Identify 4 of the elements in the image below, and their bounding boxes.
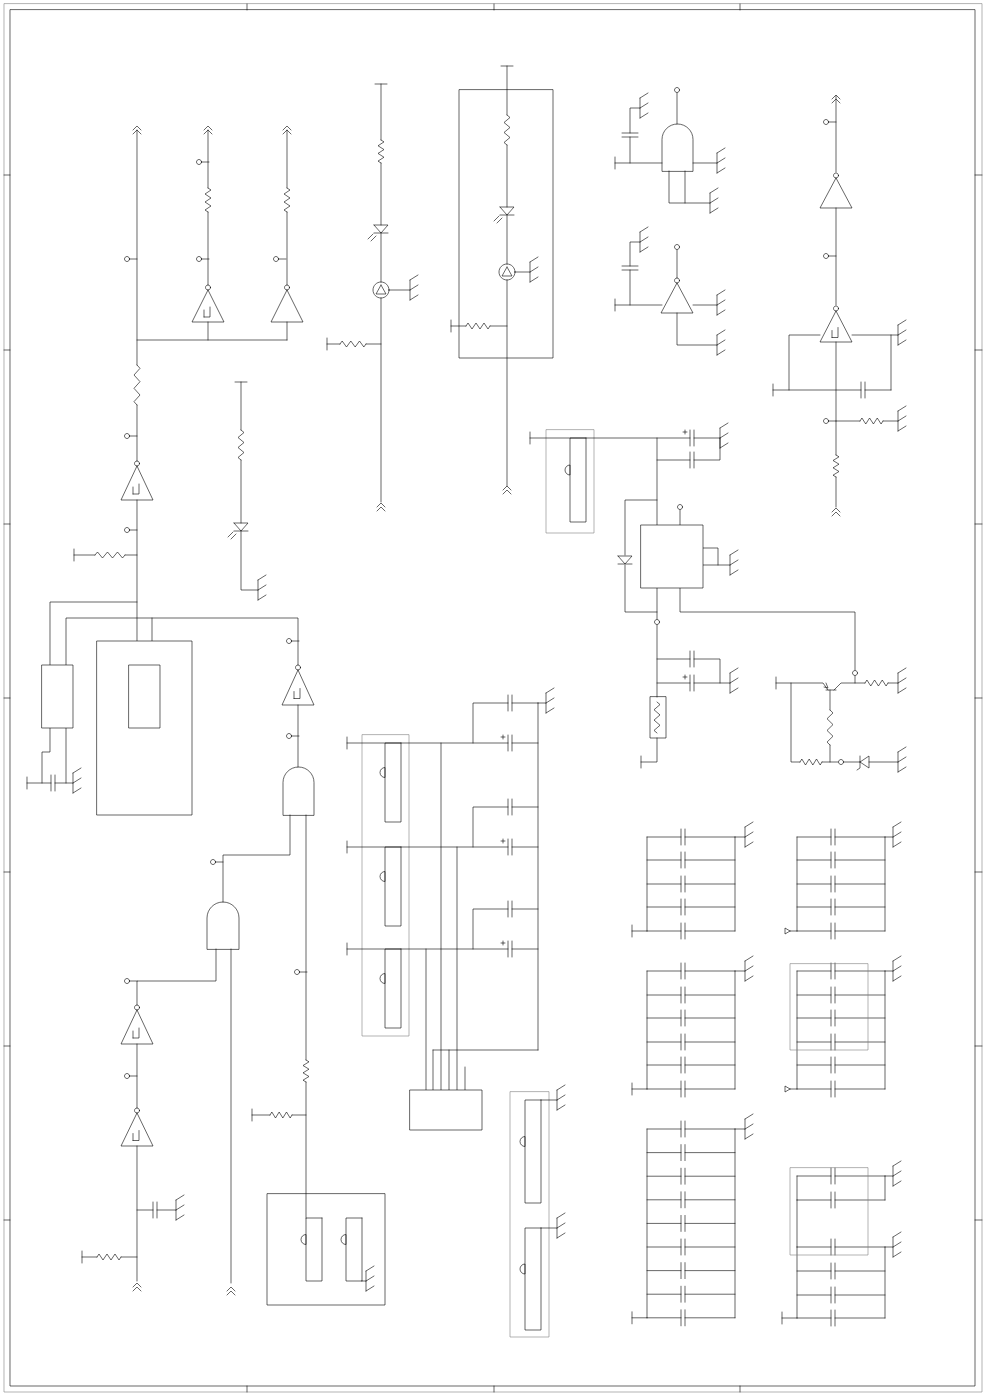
component-box bbox=[41, 664, 74, 729]
component-box bbox=[128, 664, 161, 729]
component-box bbox=[409, 1089, 483, 1131]
component-box bbox=[640, 524, 704, 589]
